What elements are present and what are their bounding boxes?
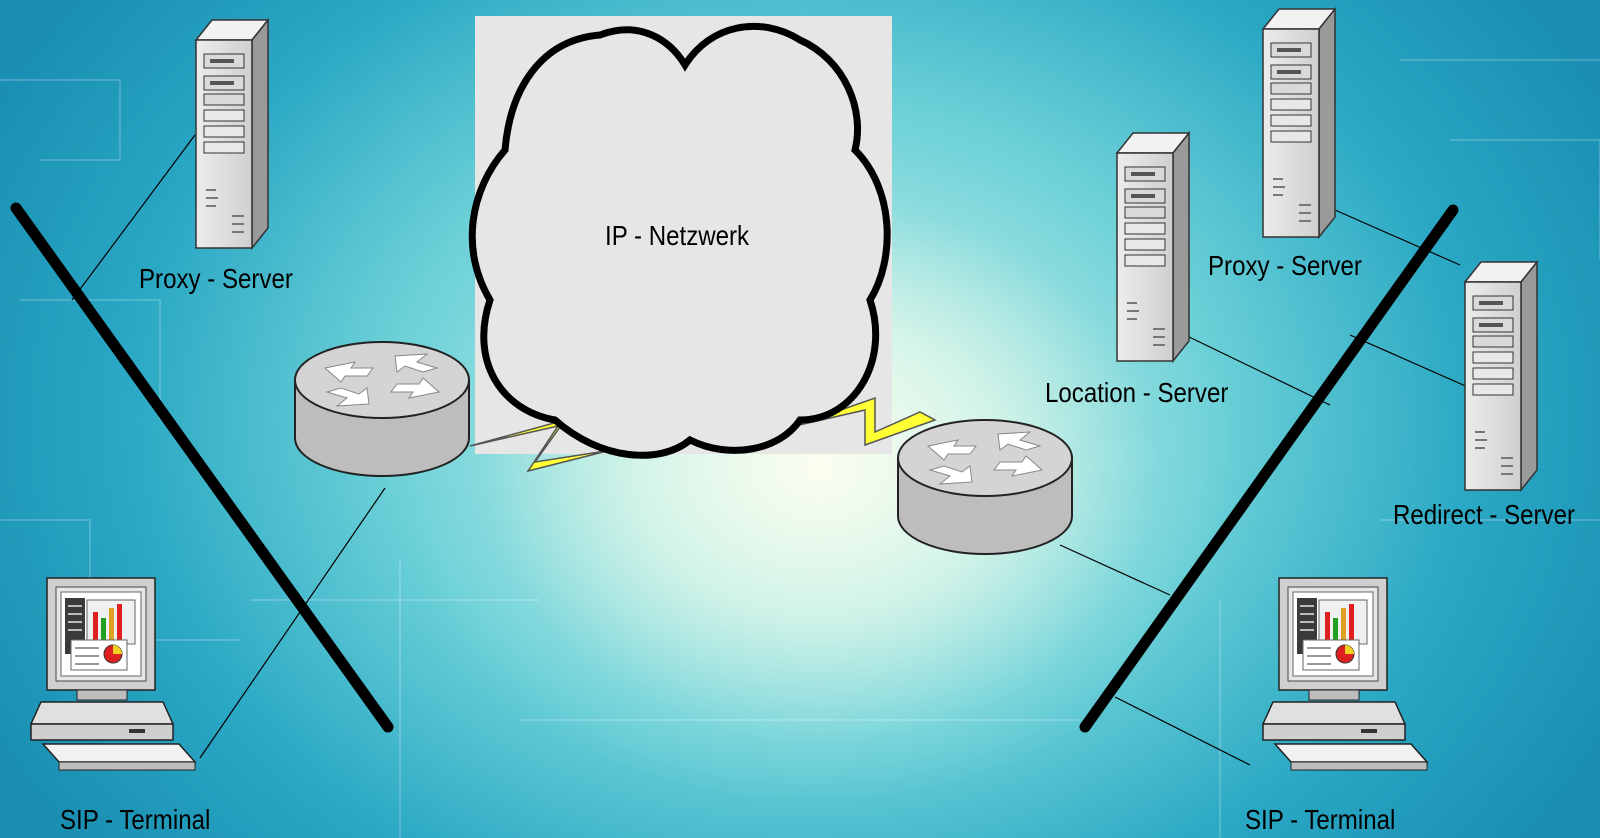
redirect-server-icon bbox=[1464, 261, 1538, 491]
location-server-label: Location - Server bbox=[1045, 377, 1229, 408]
left-proxy-server-label: Proxy - Server bbox=[139, 263, 293, 294]
right-sip-terminal-label: SIP - Terminal bbox=[1245, 804, 1396, 835]
right-proxy-server-icon bbox=[1262, 8, 1336, 238]
cloud-label: IP - Netzwerk bbox=[605, 220, 750, 251]
right-sip-terminal-icon bbox=[1262, 577, 1428, 771]
connection-lines bbox=[71, 134, 1471, 766]
right-proxy-server-label: Proxy - Server bbox=[1208, 250, 1362, 281]
left-sip-terminal-label: SIP - Terminal bbox=[60, 804, 211, 835]
right-network-segment bbox=[1079, 204, 1459, 733]
left-network-segment bbox=[10, 202, 394, 733]
lightning-link-icon bbox=[794, 396, 937, 447]
cloud-icon bbox=[468, 22, 891, 459]
left-proxy-server-icon bbox=[195, 19, 269, 249]
right-router-icon bbox=[897, 419, 1073, 555]
redirect-server-label: Redirect - Server bbox=[1393, 499, 1575, 530]
left-router-icon bbox=[294, 341, 470, 477]
left-sip-terminal-icon bbox=[30, 577, 196, 771]
location-server-icon bbox=[1116, 132, 1190, 362]
